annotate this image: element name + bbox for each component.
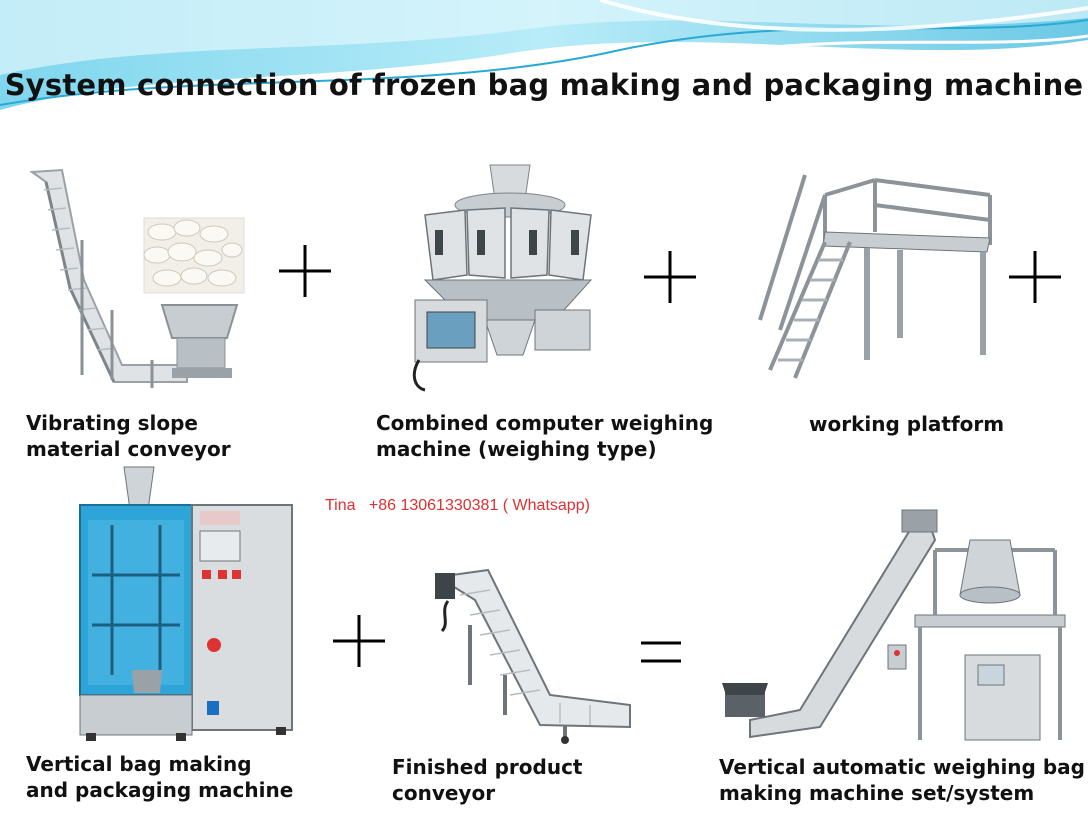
vibrating-slope-conveyor-image — [22, 160, 252, 395]
item-label-combined-weigher: Combined computer weighing machine (weig… — [376, 411, 714, 461]
complete-weighing-packaging-system-image — [720, 505, 1070, 745]
working-platform-image — [755, 160, 1000, 395]
page-title: System connection of frozen bag making a… — [4, 68, 1084, 102]
item-label-vertical-packaging-machine: Vertical bag making and packaging machin… — [26, 752, 294, 802]
plus-icon — [279, 245, 331, 297]
plus-icon — [333, 615, 385, 667]
plus-icon — [1009, 251, 1061, 303]
vertical-packaging-machine-image — [72, 465, 300, 743]
header-wave-banner — [0, 0, 1088, 114]
item-label-working-platform: working platform — [809, 412, 1005, 436]
combination-weigher-image — [405, 160, 610, 395]
item-label-complete-system: Vertical automatic weighing bag making m… — [719, 755, 1085, 805]
item-label-vibrating-conveyor: Vibrating slope material conveyor — [26, 411, 231, 461]
plus-icon — [644, 251, 696, 303]
item-label-finished-product-conveyor: Finished product conveyor — [392, 755, 583, 805]
finished-product-conveyor-image — [430, 565, 635, 745]
equals-icon — [641, 641, 681, 663]
contact-info: Tina +86 13061330381 ( Whatsapp) — [325, 497, 590, 514]
